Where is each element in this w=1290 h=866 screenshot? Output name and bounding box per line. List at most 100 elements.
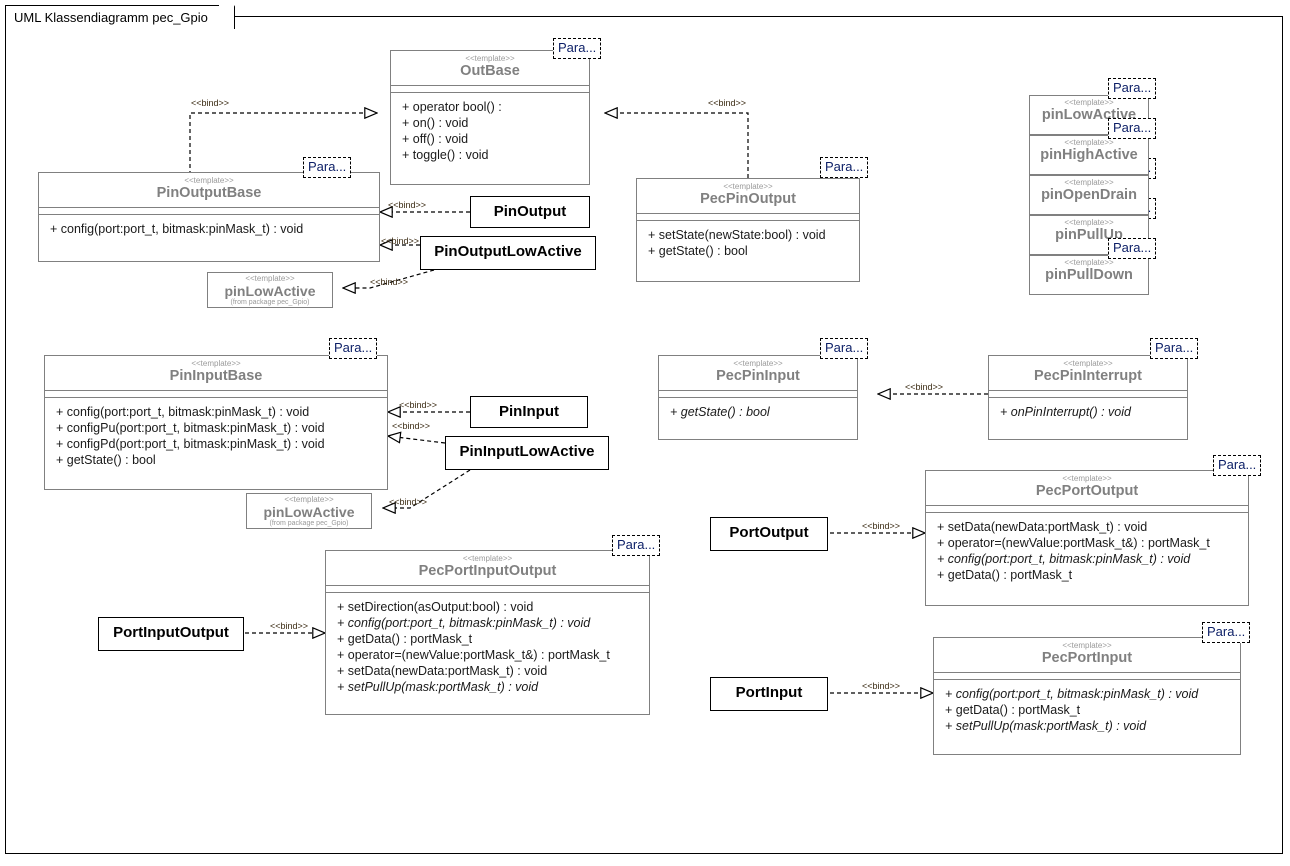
class-pecpinoutput[interactable]: <<template>> PecPinOutput + setState(new… (636, 178, 860, 282)
class-portinputoutput[interactable]: PortInputOutput (98, 617, 244, 651)
operation: + on() : void (402, 116, 469, 130)
class-name: PecPinInterrupt (1034, 368, 1142, 384)
attributes-compartment (39, 208, 379, 215)
class-pinhighactive[interactable]: <<template>> pinHighActive (1029, 135, 1149, 175)
stereotype-label: <<template>> (465, 54, 515, 63)
template-param-box[interactable]: Para... (553, 38, 602, 59)
diagram-title: UML Klassendiagramm pec_Gpio (14, 10, 208, 25)
class-header: PortInputOutput (99, 618, 243, 647)
bind-label: <<bind>> (905, 382, 944, 392)
class-header: PinOutput (471, 197, 589, 226)
stereotype-label: <<template>> (1062, 641, 1112, 650)
bind-label: <<bind>> (862, 521, 901, 531)
class-pininput[interactable]: PinInput (470, 396, 588, 428)
class-header: <<template>> pinLowActive (from package … (208, 273, 332, 310)
diagram-frame (5, 16, 1283, 854)
class-pinopendrain[interactable]: <<template>> pinOpenDrain (1029, 175, 1149, 215)
class-header: <<template>> PecPortInputOutput (326, 551, 649, 586)
class-name: PecPortInputOutput (418, 563, 557, 579)
operation: + setState(newState:bool) : void (648, 228, 826, 242)
operation: + toggle() : void (402, 148, 489, 162)
template-param-box[interactable]: Para... (820, 338, 869, 359)
class-name: PecPortInput (1041, 650, 1133, 666)
class-header: <<template>> OutBase (391, 51, 589, 86)
class-pecportinputoutput[interactable]: <<template>> PecPortInputOutput + setDir… (325, 550, 650, 715)
class-name: pinLowActive (263, 504, 355, 520)
class-portoutput[interactable]: PortOutput (710, 517, 828, 551)
operation: + setData(newData:portMask_t) : void (337, 664, 548, 678)
class-name: PecPinOutput (700, 191, 796, 207)
bind-label: <<bind>> (862, 681, 901, 691)
class-header: <<template>> pinLowActive (from package … (247, 494, 371, 531)
template-param-box[interactable]: Para... (820, 157, 869, 178)
template-param-box[interactable]: Para... (1150, 338, 1199, 359)
class-name: PinOutputBase (156, 185, 262, 201)
class-portinput[interactable]: PortInput (710, 677, 828, 711)
class-name: PinOutputLowActive (434, 243, 582, 260)
bind-label: <<bind>> (389, 497, 428, 507)
class-pecpininterrupt[interactable]: <<template>> PecPinInterrupt + onPinInte… (988, 355, 1188, 440)
operation: + onPinInterrupt() : void (1000, 405, 1131, 419)
attributes-compartment (659, 391, 857, 398)
class-pinoutputbase[interactable]: <<template>> PinOutputBase + config(port… (38, 172, 380, 262)
stereotype-label: <<template>> (723, 182, 773, 191)
attributes-compartment (45, 391, 387, 398)
class-header: <<template>> PecPortOutput (926, 471, 1248, 506)
operation: + config(port:port_t, bitmask:pinMask_t)… (56, 405, 310, 419)
operation: + config(port:port_t, bitmask:pinMask_t)… (945, 687, 1199, 701)
attributes-compartment (926, 506, 1248, 513)
class-header: <<template>> PinInputBase (45, 356, 387, 391)
stereotype-label: <<template>> (462, 554, 513, 563)
diagram-title-tab: UML Klassendiagramm pec_Gpio (5, 5, 235, 31)
class-pinoutputlowactive[interactable]: PinOutputLowActive (420, 236, 596, 270)
class-header: <<template>> PecPortInput (934, 638, 1240, 673)
template-param-box[interactable]: Para... (612, 535, 661, 556)
class-outbase[interactable]: <<template>> OutBase + operator bool() :… (390, 50, 590, 185)
class-pecpininput[interactable]: <<template>> PecPinInput + getState() : … (658, 355, 858, 440)
class-header: <<template>> pinOpenDrain (1030, 176, 1148, 207)
template-param-box[interactable]: Para... (1108, 118, 1157, 139)
class-header: <<template>> PinOutputBase (39, 173, 379, 208)
class-name: PecPortOutput (1035, 483, 1139, 499)
class-pininputbase[interactable]: <<template>> PinInputBase + config(port:… (44, 355, 388, 490)
class-pecportoutput[interactable]: <<template>> PecPortOutput + setData(new… (925, 470, 1249, 606)
class-pininputlowactive[interactable]: PinInputLowActive (445, 436, 609, 470)
operation: + operator bool() : (402, 100, 502, 114)
class-header: <<template>> pinPullDown (1030, 256, 1148, 287)
class-name: PortOutput (729, 524, 809, 541)
class-name: PinInputBase (169, 368, 263, 384)
template-param-box[interactable]: Para... (303, 157, 352, 178)
template-param-box[interactable]: Para... (1108, 78, 1157, 99)
class-pinoutput[interactable]: PinOutput (470, 196, 590, 228)
bind-label: <<bind>> (708, 98, 747, 108)
operations-compartment: + config(port:port_t, bitmask:pinMask_t)… (45, 398, 387, 474)
bind-label: <<bind>> (399, 400, 438, 410)
class-header: PinInputLowActive (446, 437, 608, 466)
operation: + getState() : bool (670, 405, 770, 419)
class-name: PortInput (735, 684, 803, 701)
bind-label: <<bind>> (381, 236, 420, 246)
template-param-box[interactable]: Para... (1202, 622, 1251, 643)
operation: + setPullUp(mask:portMask_t) : void (337, 680, 539, 694)
operation: + config(port:port_t, bitmask:pinMask_t)… (937, 552, 1191, 566)
template-param-box[interactable]: Para... (1213, 455, 1262, 476)
operations-compartment: + operator bool() : + on() : void + off(… (391, 93, 589, 169)
class-header: <<template>> pinHighActive (1030, 136, 1148, 167)
class-name: OutBase (460, 63, 520, 79)
class-header: PortOutput (711, 518, 827, 547)
class-pinlowactive-in[interactable]: <<template>> pinLowActive (from package … (246, 493, 372, 529)
class-name: PortInputOutput (113, 624, 229, 641)
class-pecportinput[interactable]: <<template>> PecPortInput + config(port:… (933, 637, 1241, 755)
template-param-box[interactable]: Para... (329, 338, 378, 359)
class-header: <<template>> PecPinInput (659, 356, 857, 391)
class-name: pinPullDown (1045, 267, 1133, 283)
class-pinpulldown[interactable]: <<template>> pinPullDown (1029, 255, 1149, 295)
class-name: pinOpenDrain (1041, 187, 1137, 203)
stereotype-label: <<template>> (1064, 178, 1114, 187)
operation: + getData() : portMask_t (337, 632, 473, 646)
attributes-compartment (637, 214, 859, 221)
operations-compartment: + setDirection(asOutput:bool) : void + c… (326, 593, 649, 701)
template-param-box[interactable]: Para... (1108, 238, 1157, 259)
operation: + setDirection(asOutput:bool) : void (337, 600, 534, 614)
class-pinlowactive-out[interactable]: <<template>> pinLowActive (from package … (207, 272, 333, 308)
